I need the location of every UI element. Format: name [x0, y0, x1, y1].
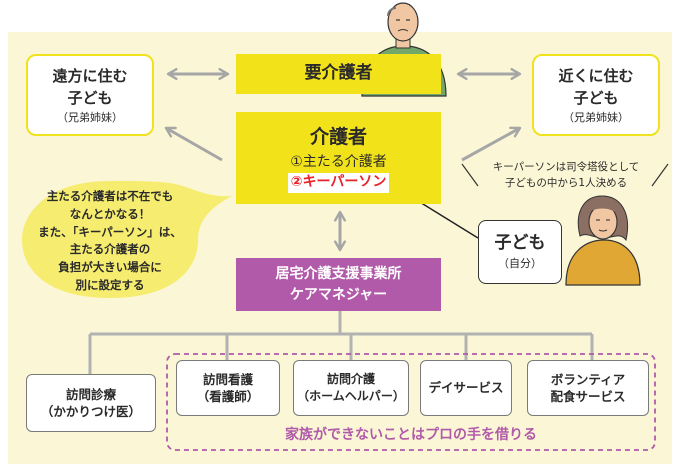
bubble-line-4: 主たる介護者の	[69, 242, 151, 257]
note-bracket-right	[651, 163, 669, 187]
bubble-line-6: 別に設定する	[75, 278, 145, 293]
nearby-child-line2: 子ども	[573, 89, 619, 108]
pro-help-caption: 家族ができないことはプロの手を借りる	[285, 427, 537, 443]
bubble-line-3: また、「キーパーソン」は、	[38, 224, 182, 239]
nearby-child-line1: 近くに住む	[558, 66, 634, 85]
keyperson-note: キーパーソンは司令塔役として 子どもの中から1人決める	[470, 160, 662, 192]
care-recipient-box: 要介護者	[236, 54, 441, 94]
pro-services-frame	[166, 353, 656, 451]
service-home-nursing: 訪問看護 （看護師）	[176, 360, 280, 416]
care-recipient-label: 要介護者	[304, 63, 373, 84]
service-home-nursing-line2: （看護師）	[196, 389, 260, 404]
self-child-sub: （自分）	[498, 257, 542, 271]
service-home-visit-medical-line2: （かかりつけ医）	[40, 404, 142, 419]
diagonal-arrow-right	[461, 126, 522, 162]
service-day-service: デイサービス	[420, 360, 512, 416]
caregiver-item-keyperson: ②キーパーソン	[287, 172, 390, 193]
care-manager-line1: 居宅介護支援事業所	[275, 265, 402, 282]
diagonal-arrow-left	[164, 126, 223, 162]
care-manager-line2: ケアマネジャー	[289, 286, 388, 303]
nearby-child-box: 近くに住む 子ども （兄弟姉妹）	[532, 54, 660, 136]
self-child-box: 子ども （自分）	[478, 220, 562, 284]
nearby-child-sub: （兄弟姉妹）	[563, 110, 629, 124]
caregiver-box: 介護者 ①主たる介護者 ②キーパーソン	[236, 112, 441, 204]
service-home-visit-medical-line1: 訪問診療	[65, 386, 116, 402]
caregiver-title: 介護者	[309, 126, 367, 149]
note-bracket-left	[461, 163, 479, 187]
service-volunteer-line2: 配食サービス	[550, 389, 626, 404]
service-home-visit-medical: 訪問診療 （かかりつけ医）	[26, 374, 156, 432]
bubble-line-5: 負担が大きい場合に	[58, 260, 162, 275]
distant-child-line2: 子ども	[67, 89, 113, 108]
service-home-care-line2: （ホームヘルパー）	[297, 389, 405, 403]
care-manager-box: 居宅介護支援事業所 ケアマネジャー	[236, 258, 441, 311]
service-day-service-label: デイサービス	[428, 380, 504, 396]
service-volunteer: ボランティア 配食サービス	[527, 360, 649, 416]
distant-child-box: 遠方に住む 子ども （兄弟姉妹）	[26, 54, 154, 136]
bubble-line-1: 主たる介護者は不在でも	[46, 189, 174, 203]
keyperson-note-line2: 子どもの中から1人決める	[504, 176, 628, 189]
speech-bubble-shape	[22, 181, 232, 298]
keyperson-note-line1: キーパーソンは司令塔役として	[492, 161, 640, 173]
speech-bubble-text: 主たる介護者は不在でも なんとかなる！ また、「キーパーソン」は、 主たる介護者…	[26, 188, 194, 295]
distant-child-line1: 遠方に住む	[52, 66, 128, 85]
woman-illustration	[565, 195, 641, 286]
service-home-care: 訪問介護 （ホームヘルパー）	[293, 360, 409, 416]
bubble-line-2: なんとかなる！	[69, 206, 151, 221]
service-home-care-line1: 訪問介護	[326, 372, 375, 387]
self-child-label: 子ども	[494, 233, 546, 254]
service-volunteer-line1: ボランティア	[550, 371, 626, 387]
caregiver-item-main: ①主たる介護者	[290, 153, 387, 170]
service-home-nursing-line1: 訪問看護	[202, 371, 253, 387]
distant-child-sub: （兄弟姉妹）	[57, 110, 123, 124]
